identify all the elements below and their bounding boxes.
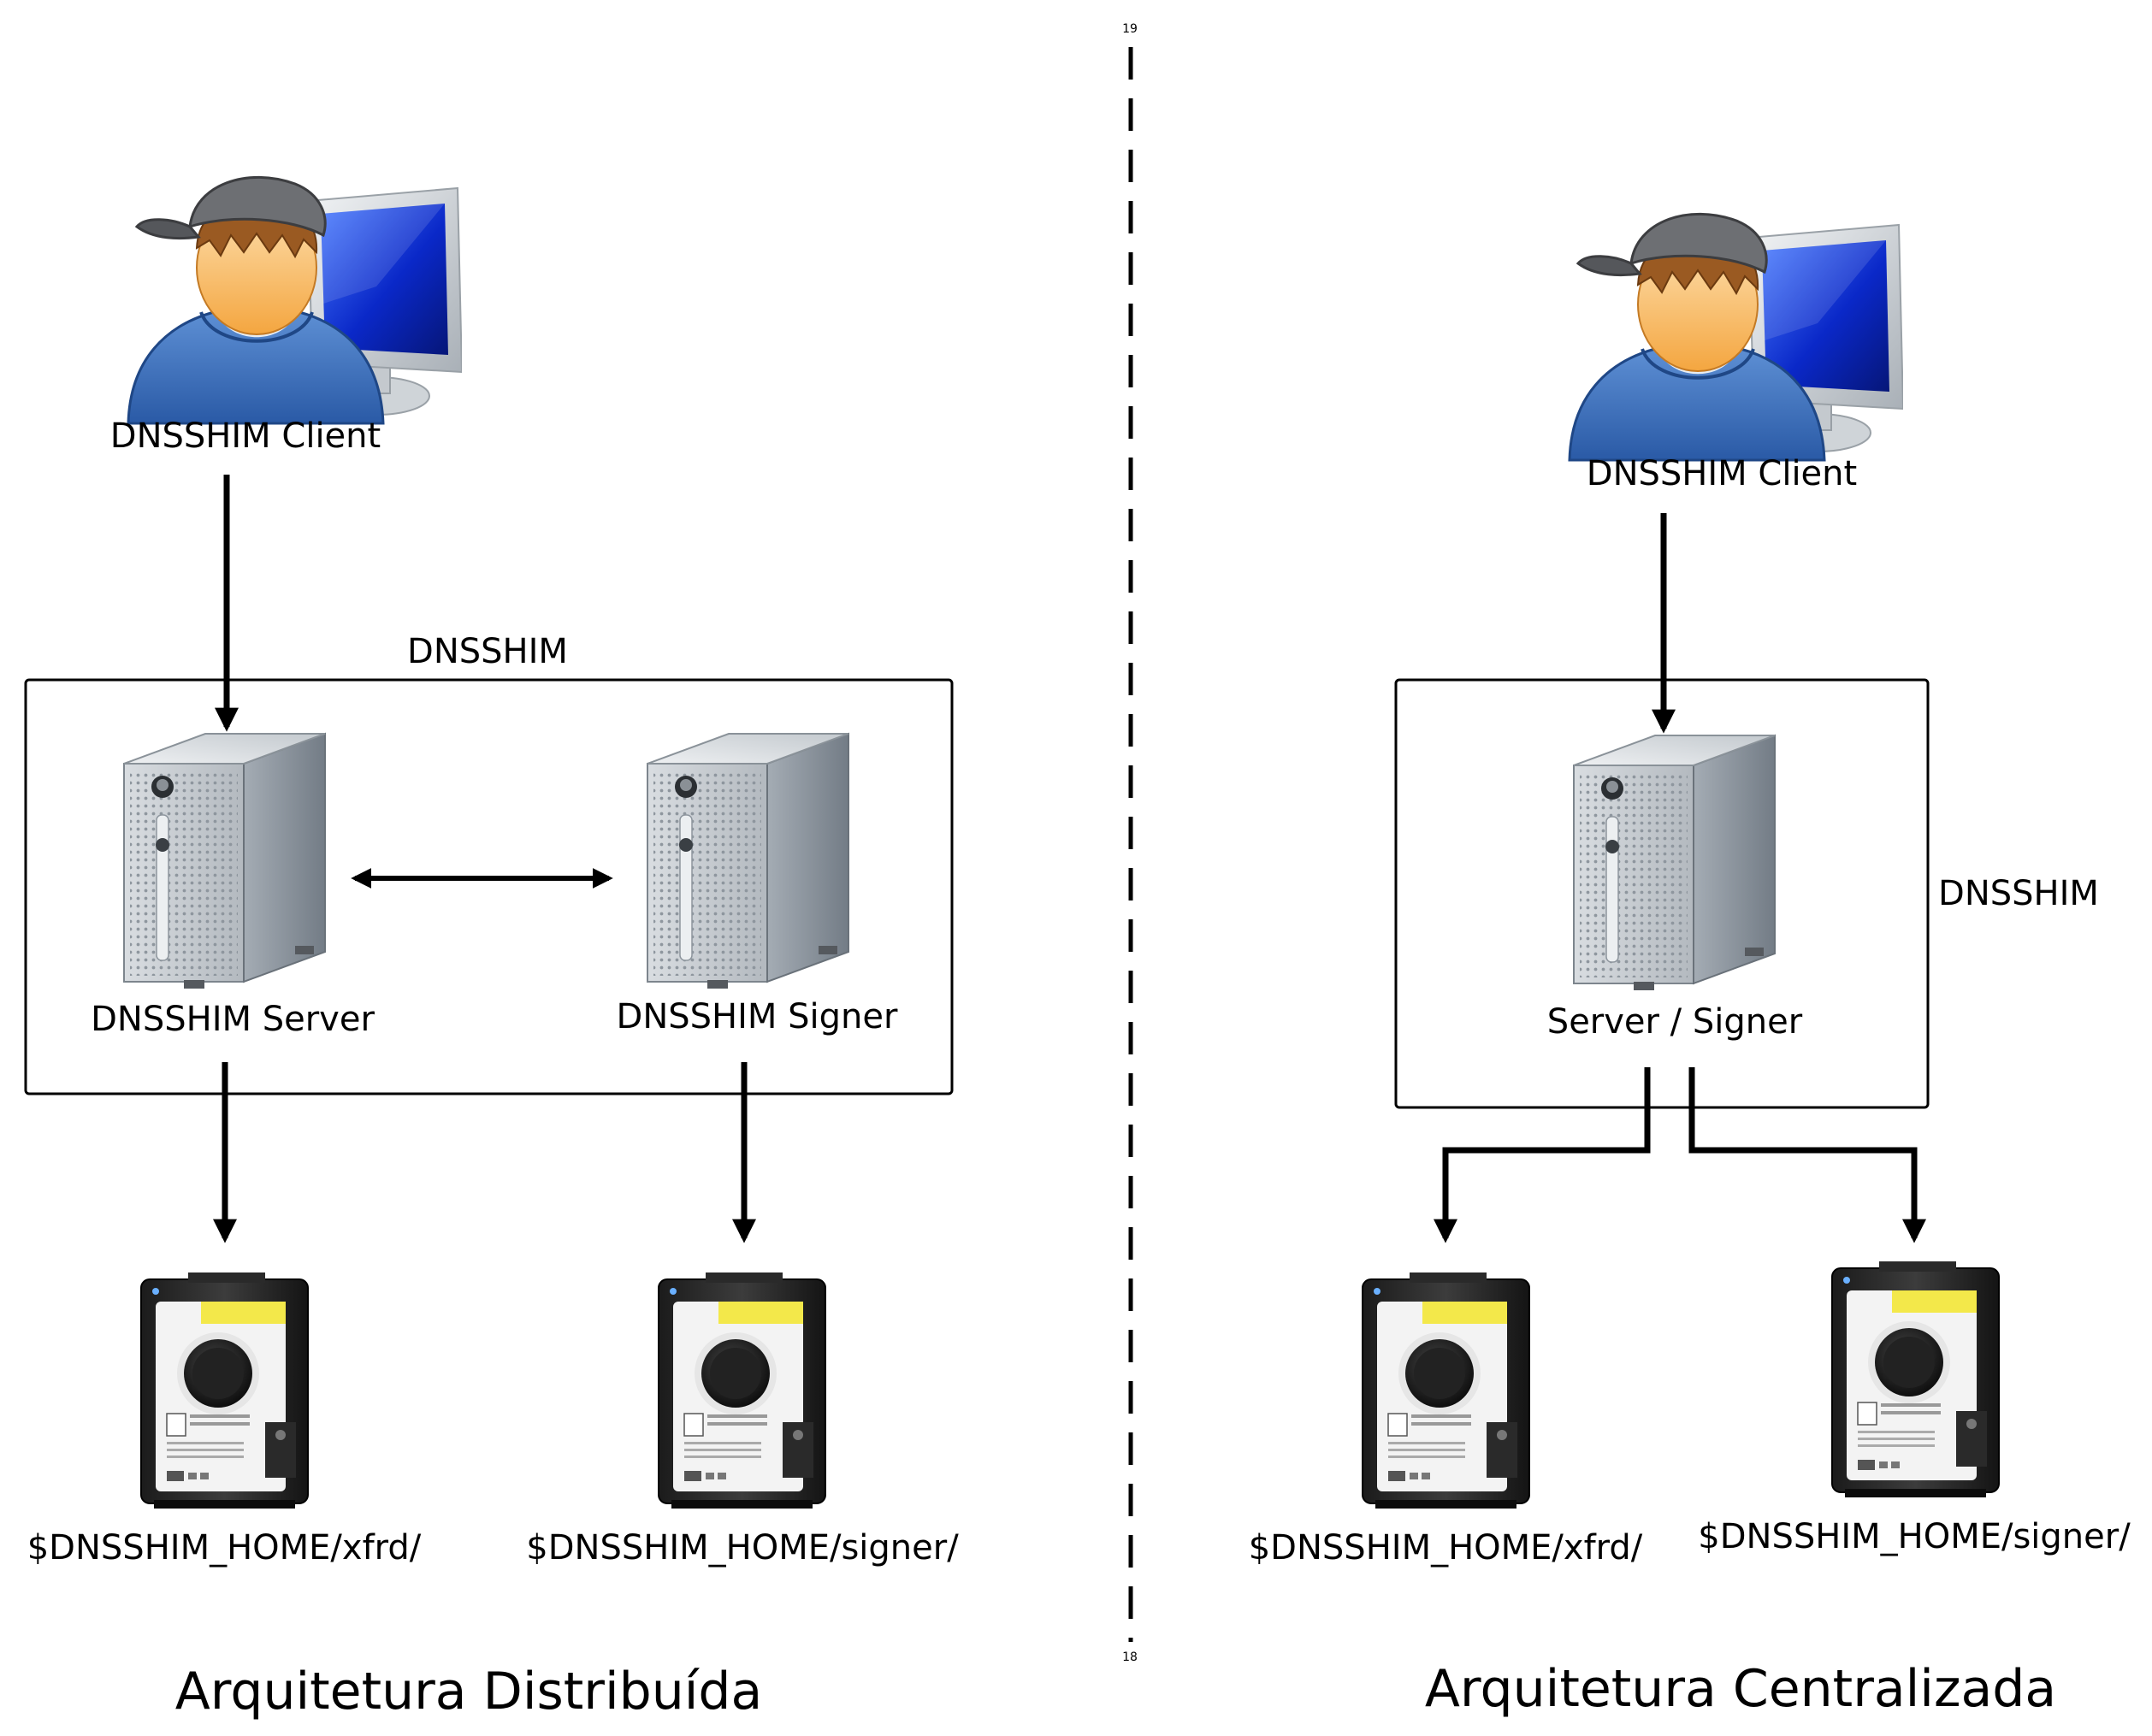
- divider-top-number: 19: [1122, 22, 1138, 36]
- hard-disk-icon: [658, 1272, 826, 1509]
- user-with-computer-icon: [127, 175, 462, 425]
- right-title: Arquitetura Centralizada: [1425, 1659, 2056, 1719]
- right-server-to-disk2-arrow: [1688, 1067, 1926, 1243]
- left-client-label: DNSSHIM Client: [110, 416, 381, 456]
- server-tower-icon: [123, 733, 326, 989]
- left-box-label: DNSSHIM: [407, 632, 568, 671]
- right-disk1-label: $DNSSHIM_HOME/xfrd/: [1249, 1528, 1643, 1568]
- left-server-label: DNSSHIM Server: [91, 1000, 375, 1039]
- right-dnsshim-box: [1394, 678, 1930, 1109]
- right-disk2-label: $DNSSHIM_HOME/signer/: [1698, 1517, 2131, 1556]
- right-server-to-disk1-arrow: [1434, 1067, 1651, 1243]
- left-dnsshim-box: [24, 678, 954, 1095]
- server-tower-icon: [647, 733, 849, 989]
- hard-disk-icon: [140, 1272, 309, 1509]
- hard-disk-icon: [1362, 1272, 1530, 1509]
- right-client-label: DNSSHIM Client: [1587, 454, 1857, 493]
- left-disk2-label: $DNSSHIM_HOME/signer/: [526, 1528, 959, 1568]
- hard-disk-icon: [1831, 1261, 2000, 1498]
- left-architecture: DNSSHIM Client DNSSHIM DNSSHIM Server DN…: [24, 175, 959, 1721]
- left-title: Arquitetura Distribuída: [175, 1662, 763, 1721]
- divider-bottom-number: 18: [1122, 1650, 1138, 1664]
- user-with-computer-icon: [1568, 212, 1903, 462]
- server-tower-icon: [1573, 735, 1776, 991]
- right-architecture: DNSSHIM Client DNSSHIM Server / Signer $…: [1249, 212, 2131, 1719]
- right-box-label: DNSSHIM: [1938, 874, 2099, 913]
- right-server-label: Server / Signer: [1547, 1002, 1803, 1042]
- left-signer-label: DNSSHIM Signer: [617, 997, 898, 1036]
- left-disk1-label: $DNSSHIM_HOME/xfrd/: [27, 1528, 422, 1568]
